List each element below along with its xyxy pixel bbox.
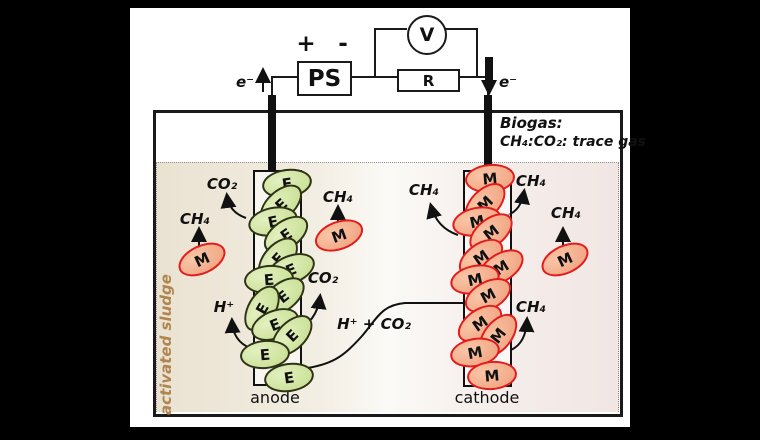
activated-sludge-label: activated sludge	[157, 274, 175, 415]
electron-left-label: e⁻	[236, 73, 255, 91]
biogas-title: Biogas:	[500, 114, 563, 132]
plus-terminal-label: +	[296, 31, 316, 57]
co2-anode-top-label: CO₂	[206, 175, 238, 193]
activated-sludge-liquid	[156, 162, 619, 412]
h-plus-anode-label: H⁺	[213, 298, 235, 316]
ch4-mid-label: CH₄	[322, 188, 354, 206]
voltmeter-circle: V	[407, 15, 447, 55]
ch4-cathode-topright-label: CH₄	[515, 172, 547, 190]
ch4-right-label: CH₄	[550, 204, 582, 222]
resistor-label: R	[422, 71, 435, 90]
anode-label: anode	[250, 388, 300, 407]
voltmeter-label: V	[419, 24, 435, 46]
h-co2-transfer-label: H⁺ + CO₂	[337, 315, 411, 333]
electron-right-label: e⁻	[499, 73, 518, 91]
cathode-current-collector-rod	[484, 95, 492, 172]
co2-anode-mid-label: CO₂	[307, 269, 339, 287]
power-supply-label: PS	[307, 65, 342, 92]
ch4-cathode-left-label: CH₄	[408, 181, 440, 199]
ch4-left-label: CH₄	[179, 210, 211, 228]
resistor-box: R	[397, 69, 460, 92]
power-supply-box: PS	[297, 61, 352, 96]
ch4-cathode-right-label: CH₄	[515, 298, 547, 316]
anode-current-collector-rod	[268, 95, 276, 172]
biogas-composition: CH₄:CO₂: trace gas	[500, 134, 647, 150]
cathode-label: cathode	[454, 388, 520, 407]
minus-terminal-label: -	[338, 31, 348, 57]
